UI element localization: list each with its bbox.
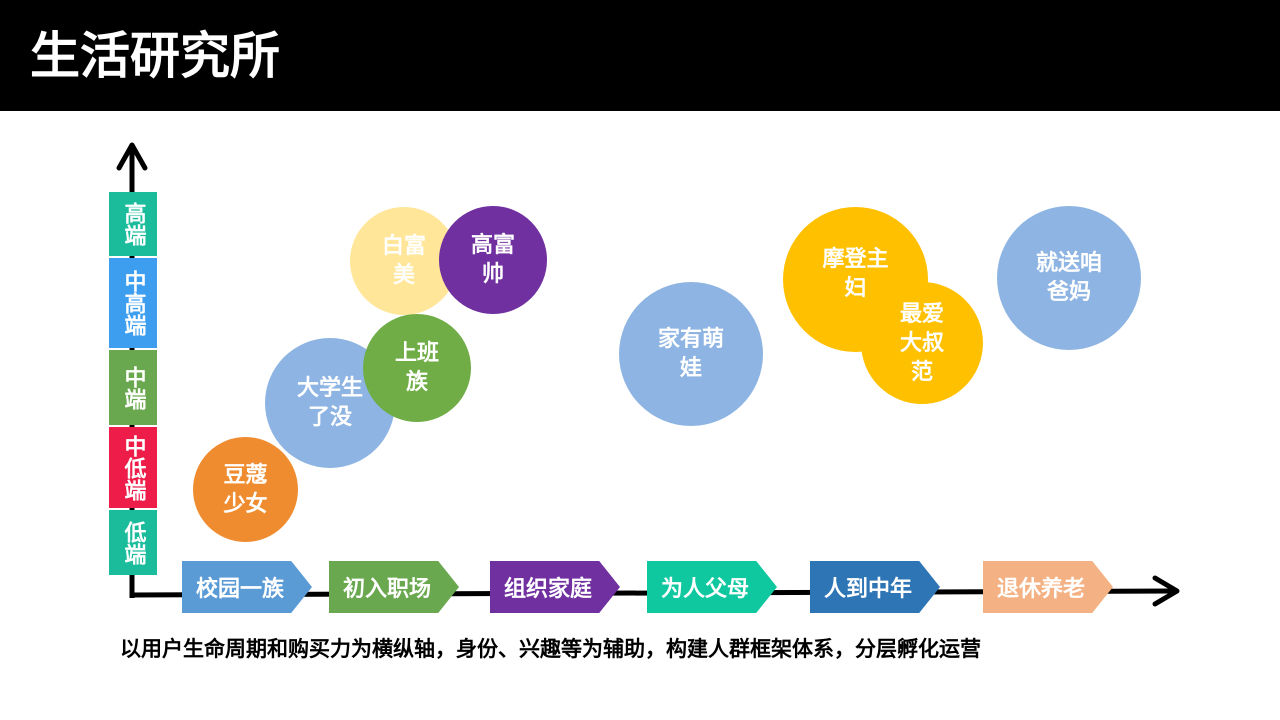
bubble-text-line: 高富 <box>470 232 515 258</box>
bubble-office-worker: 上班 族 <box>363 314 471 422</box>
bubble-text-line: 家有萌 <box>657 326 724 352</box>
level-high: 高端 <box>109 192 157 256</box>
stage-family: 组织家庭 <box>490 561 620 613</box>
bubble-text-line: 爸妈 <box>1046 279 1091 305</box>
level-label: 中低端 <box>120 434 147 501</box>
bubble-text-line: 大叔 <box>899 329 944 356</box>
bubble-college-student: 大学生 了没 <box>265 338 395 468</box>
stage-parents: 为人父母 <box>647 561 777 613</box>
stage-label: 为人父母 <box>660 576 749 602</box>
level-low: 低端 <box>109 510 157 575</box>
stage-label: 退休养老 <box>996 576 1085 602</box>
y-axis-arrow-head <box>116 142 148 171</box>
bubble-cute-baby: 家有萌 娃 <box>619 282 763 426</box>
bubble-for-parents: 就送咱 爸妈 <box>997 206 1141 350</box>
page-title: 生活研究所 <box>30 26 280 85</box>
level-label: 中端 <box>120 365 147 410</box>
stage-label: 初入职场 <box>342 576 431 602</box>
level-mid: 中端 <box>109 350 157 425</box>
bubble-text-line: 妇 <box>844 274 867 301</box>
bubble-text-line: 帅 <box>481 261 504 287</box>
bubble-text-line: 范 <box>910 358 933 385</box>
stage-retirement: 退休养老 <box>983 561 1113 613</box>
level-label: 高端 <box>120 202 147 246</box>
bubble-text-line: 摩登主 <box>822 245 889 272</box>
level-label: 低端 <box>120 520 147 565</box>
bubble-text-line: 豆蔻 <box>223 461 268 488</box>
x-axis-arrow-head <box>1152 575 1180 607</box>
stage-label: 人到中年 <box>823 576 912 602</box>
stage-label: 校园一族 <box>195 576 284 602</box>
stage-middle-age: 人到中年 <box>810 561 940 613</box>
bubble-uncle-style: 最爱 大叔 范 <box>861 282 983 404</box>
stage-label: 组织家庭 <box>503 576 592 602</box>
bubble-young-girl: 豆蔻 少女 <box>193 437 298 542</box>
bubble-text-line: 大学生 <box>296 375 363 401</box>
level-mid-high: 中高端 <box>109 258 157 348</box>
bubble-text-line: 美 <box>392 262 415 288</box>
bubble-text-line: 族 <box>405 369 428 395</box>
level-mid-low: 中低端 <box>109 427 157 508</box>
bubble-text-line: 了没 <box>307 404 352 430</box>
stage-campus: 校园一族 <box>182 561 312 613</box>
header-bar: 生活研究所 <box>0 0 1280 111</box>
bubble-gao-fu-shuai: 高富 帅 <box>439 206 547 314</box>
bubble-text-line: 最爱 <box>899 300 944 327</box>
stage-new-job: 初入职场 <box>329 561 459 613</box>
bubble-text-line: 娃 <box>679 355 702 381</box>
bubble-text-line: 上班 <box>394 340 439 366</box>
bubble-text-line: 少女 <box>223 490 268 517</box>
bubble-text-line: 白富 <box>381 233 426 259</box>
caption-text: 以用户生命周期和购买力为横纵轴，身份、兴趣等为辅助，构建人群框架体系，分层孵化运… <box>120 636 981 661</box>
level-label: 中高端 <box>120 270 147 336</box>
bubble-text-line: 就送咱 <box>1035 250 1102 276</box>
